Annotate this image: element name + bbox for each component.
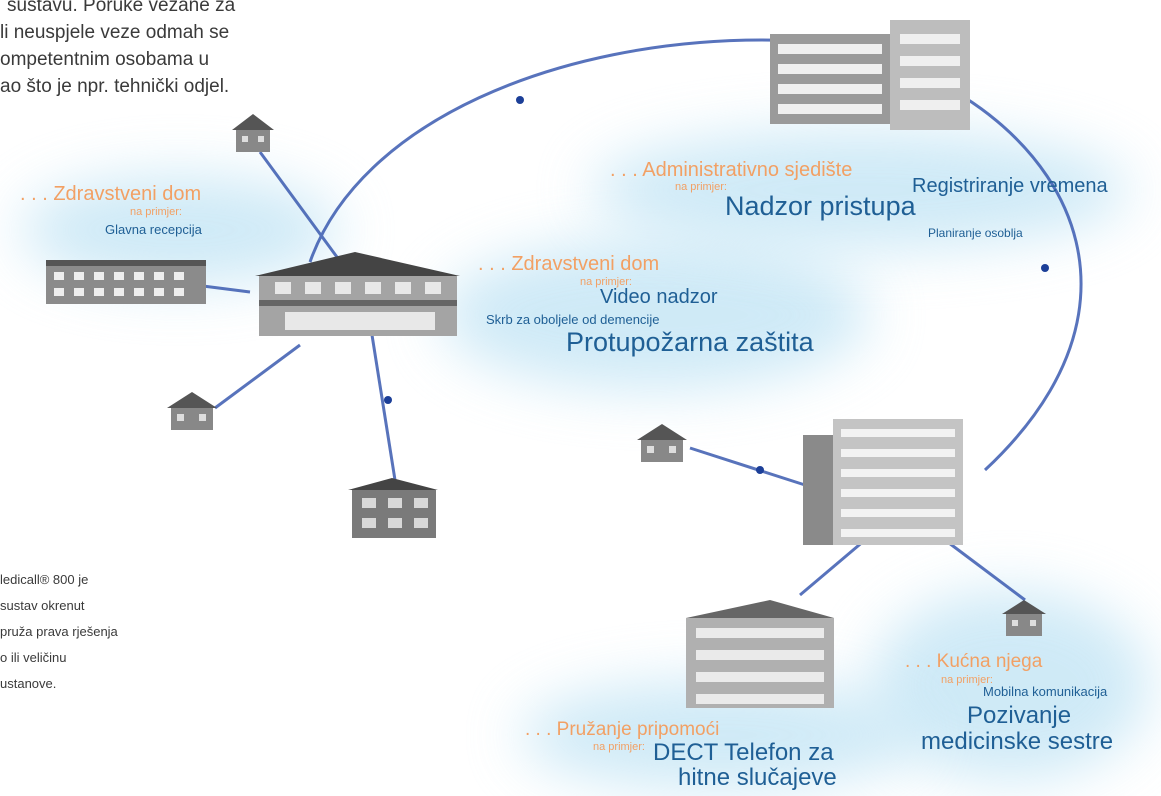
health-center-title: . . . Zdravstveni dom [478,253,660,275]
bottom-line: o ili veličinu [0,650,67,665]
homecare-item: Pozivanje [967,702,1072,729]
health-center-item: Skrb za oboljele od demencije [486,312,660,327]
health-left-example: na primjer: [130,206,182,218]
health-center-building [245,248,465,340]
glow-center [440,240,870,390]
intro-line: ao što je npr. tehnički odjel. [0,76,230,97]
node-dot [1041,264,1049,272]
health-left-title: . . . Zdravstveni dom [20,183,202,205]
admin-item: Registriranje vremena [912,175,1108,197]
bottom-line: pruža prava rješenja [0,624,118,639]
link-line-b [370,334,397,481]
bottom-line: ustanove. [0,676,57,691]
health-center-item: Protupožarna zaštita [566,327,814,357]
health-center-example: na primjer: [580,276,632,288]
aids-example: na primjer: [593,741,645,753]
apartment-building-bottom [680,598,840,710]
bottom-paragraph: ledicall® 800 je sustav okrenut pruža pr… [0,567,118,697]
node-dot [384,396,392,404]
link-line-hc [944,538,1026,602]
link-line-tl [258,151,347,269]
aids-item: DECT Telefon za [653,739,834,766]
house-icon-right [633,422,691,464]
link-line-apt [799,538,866,597]
admin-item: Nadzor pristupa [725,191,916,221]
health-left-item: Glavna recepcija [105,222,202,237]
homecare-item: Mobilna komunikacija [983,684,1108,699]
intro-paragraph: sustavu. Poruke vezane za li neuspjele v… [0,0,235,100]
homecare-example: na primjer: [941,674,993,686]
link-line-bl [214,343,301,410]
admin-title: . . . Administrativno sjedište [610,159,853,181]
admin-headquarters-building [760,14,980,134]
node-dot [516,96,524,104]
house-icon-homecare [998,598,1050,638]
node-dot [756,466,764,474]
apartment-building-left [46,258,206,306]
health-center-item: Video nadzor [600,286,718,308]
house-icon-left [163,390,221,432]
house-icon-top [228,112,278,154]
intro-line: sustavu. Poruke vezane za [7,0,236,16]
admin-example: na primjer: [675,181,727,193]
care-home-building [342,476,442,540]
admin-item: Planiranje osoblja [928,226,1023,240]
homecare-title: . . . Kućna njega [905,651,1043,672]
bottom-line: sustav okrenut [0,598,85,613]
hospital-tower-building [803,415,968,545]
bottom-line: ledicall® 800 je [0,572,89,587]
intro-line: ompetentnim osobama u [0,49,210,70]
link-line-right-house [689,446,806,487]
intro-line: li neuspjele veze odmah se [0,22,230,43]
aids-title: . . . Pružanje pripomoći [525,719,720,740]
homecare-item: medicinske sestre [921,728,1114,755]
aids-item: hitne slučajeve [678,764,837,791]
glow-admin [590,130,1130,250]
